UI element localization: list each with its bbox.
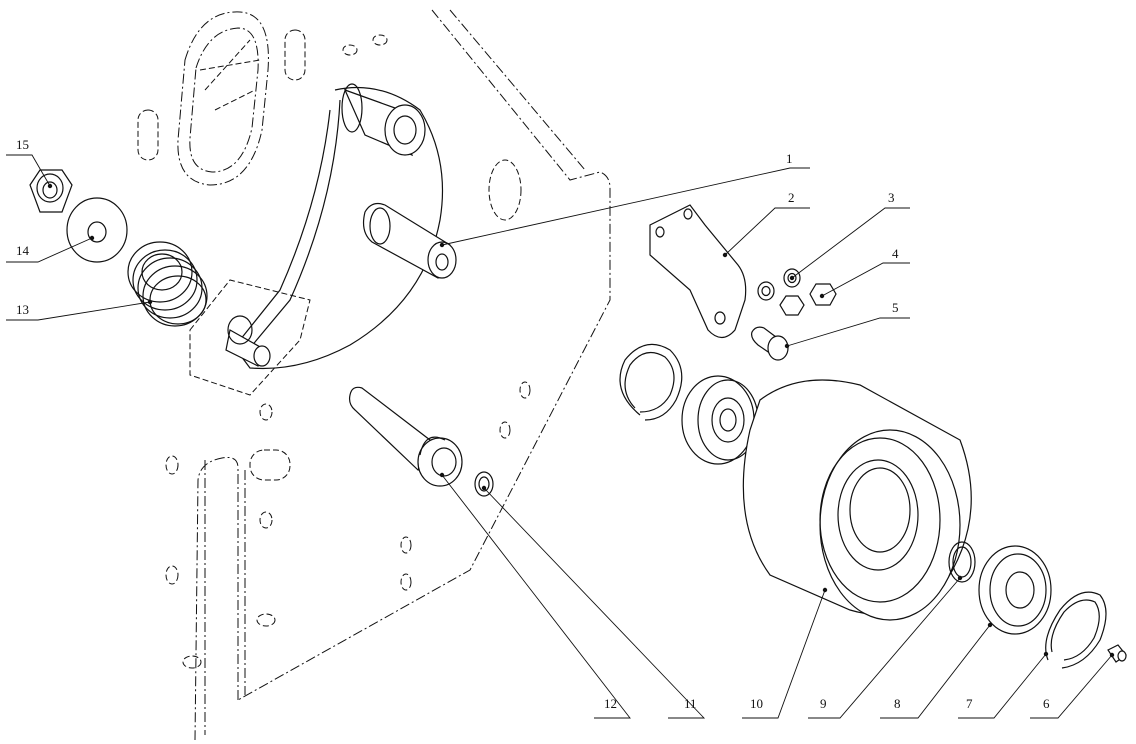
tension-arm (237, 86, 444, 370)
retaining-ring (1045, 591, 1107, 669)
callout-label-11: 11 (684, 696, 697, 711)
idler-pulley (742, 379, 972, 621)
e-clip (474, 471, 494, 497)
callout-label-15: 15 (16, 137, 29, 152)
callout-labels: 1 2 3 4 5 6 7 8 9 10 11 12 13 14 15 (16, 137, 1050, 711)
leader-dots (47, 183, 1115, 658)
callout-label-8: 8 (894, 696, 901, 711)
flat-washer (66, 197, 128, 263)
callout-label-9: 9 (820, 696, 827, 711)
lock-nut (29, 169, 73, 213)
callout-label-10: 10 (750, 696, 763, 711)
eye-bolt (348, 386, 463, 487)
callout-label-5: 5 (892, 300, 899, 315)
callout-label-3: 3 (888, 190, 895, 205)
compression-spring (127, 241, 208, 327)
leader-lines (6, 154, 1113, 719)
small-hardware (751, 268, 837, 361)
callout-label-14: 14 (16, 243, 30, 258)
ball-bearing (978, 545, 1052, 635)
arm-pin (225, 315, 271, 367)
callout-label-1: 1 (786, 151, 793, 166)
bracket (649, 204, 747, 339)
callout-label-6: 6 (1043, 696, 1050, 711)
callout-label-12: 12 (604, 696, 617, 711)
pivot-shaft (362, 202, 457, 279)
callout-label-2: 2 (788, 190, 795, 205)
large-retaining-ring (619, 343, 683, 421)
small-circlip (948, 541, 976, 583)
grease-nipple (1107, 644, 1127, 663)
callout-label-4: 4 (892, 246, 899, 261)
pivot-tube (341, 83, 426, 157)
frame-plate (137, 9, 611, 741)
callout-label-7: 7 (966, 696, 973, 711)
callout-label-13: 13 (16, 302, 29, 317)
